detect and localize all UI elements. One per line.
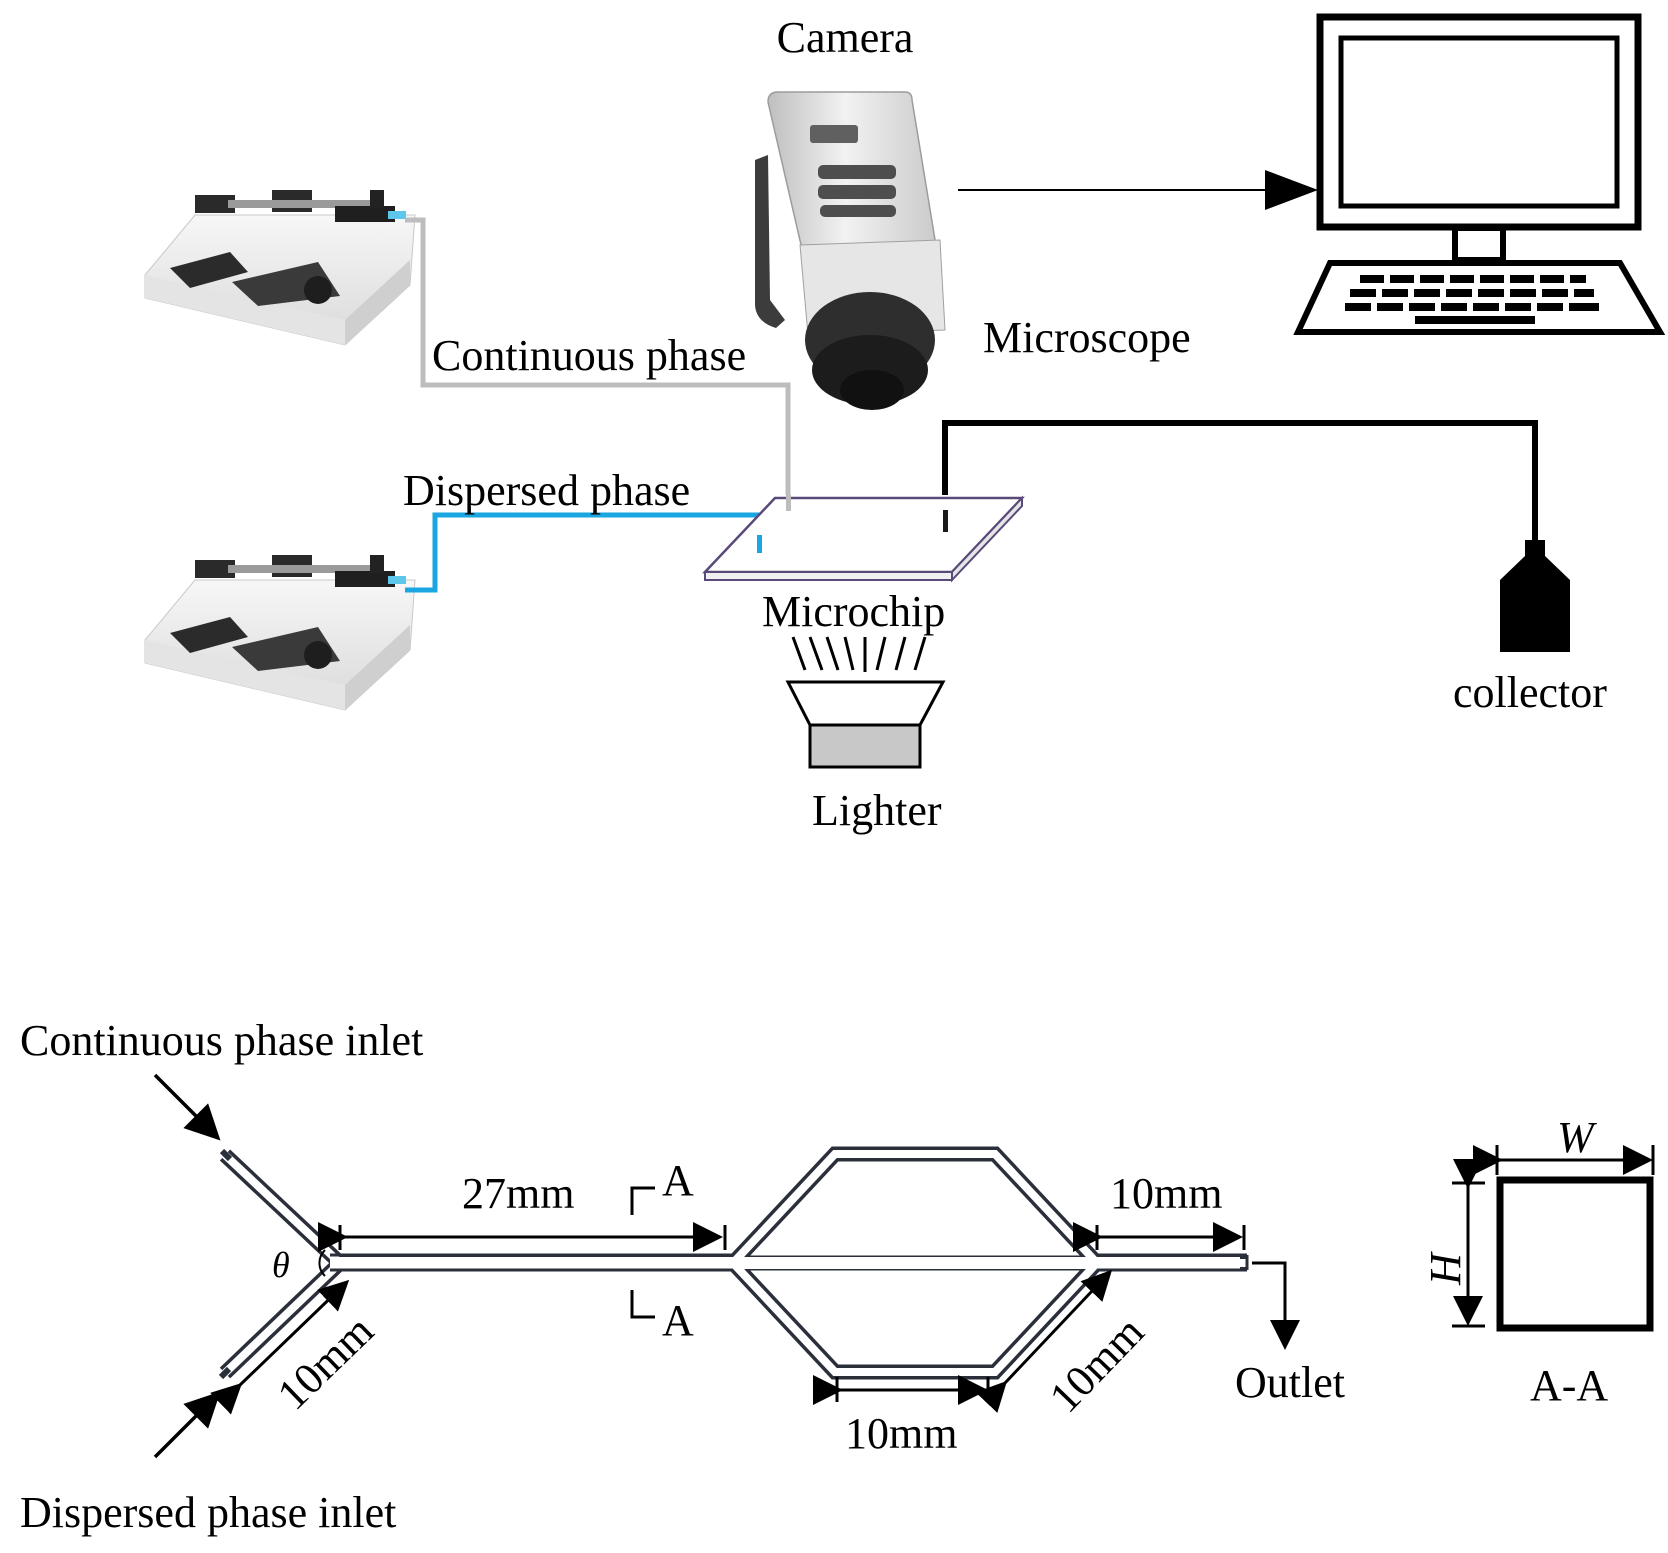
microscope-label: Microscope — [983, 313, 1191, 362]
section-mark-top — [630, 1186, 655, 1215]
dim-27mm — [318, 1222, 727, 1252]
collector-bottle-icon — [1500, 540, 1570, 652]
continuous-inlet-arrow — [153, 1073, 221, 1141]
dim-diag-10mm — [975, 1269, 1113, 1413]
cross-section-square — [1496, 1176, 1654, 1332]
section-a-top-label: A — [662, 1156, 694, 1205]
angle-label: θ — [272, 1245, 290, 1285]
camera — [755, 91, 946, 410]
section-mark-bottom — [630, 1290, 655, 1319]
height-symbol-label: H — [1421, 1251, 1470, 1286]
width-symbol-label: W — [1557, 1113, 1597, 1162]
computer-monitor-icon — [1293, 13, 1666, 335]
syringe-pump-continuous — [144, 190, 416, 346]
collector-tube — [942, 420, 1538, 542]
dispersed-inlet-label: Dispersed phase inlet — [20, 1488, 396, 1537]
section-aa-label: A-A — [1530, 1361, 1608, 1410]
angle-arc — [318, 1249, 326, 1277]
outlet-arrow — [1252, 1261, 1287, 1330]
microchip — [702, 495, 1025, 583]
dim-width — [1473, 1145, 1655, 1175]
dim-inlet-10mm — [210, 1279, 350, 1415]
continuous-phase-label: Continuous phase — [432, 331, 746, 380]
collector-label: collector — [1453, 668, 1607, 717]
lighter-label: Lighter — [812, 786, 942, 835]
continuous-inlet-label: Continuous phase inlet — [20, 1016, 423, 1065]
outlet-label: Outlet — [1235, 1358, 1345, 1407]
dim-bottom-10mm — [813, 1375, 990, 1405]
syringe-pump-dispersed — [144, 555, 416, 711]
lighter-lamp-icon — [785, 680, 946, 769]
dispersed-inlet-arrow — [153, 1391, 221, 1459]
dim-outlet-10mm — [1073, 1222, 1246, 1252]
microchip-label: Microchip — [762, 587, 945, 636]
continuous-phase-tube — [405, 217, 791, 495]
dispersed-phase-label: Dispersed phase — [403, 466, 690, 515]
dim-bottom-10mm-label: 10mm — [845, 1409, 957, 1458]
camera-label: Camera — [777, 13, 914, 62]
light-rays — [791, 636, 927, 672]
dim-diag-10mm-label: 10mm — [1040, 1307, 1153, 1422]
dim-outlet-10mm-label: 10mm — [1110, 1169, 1222, 1218]
dim-height — [1452, 1159, 1485, 1328]
section-a-bottom-label: A — [662, 1296, 694, 1345]
dim-27mm-label: 27mm — [462, 1169, 574, 1218]
